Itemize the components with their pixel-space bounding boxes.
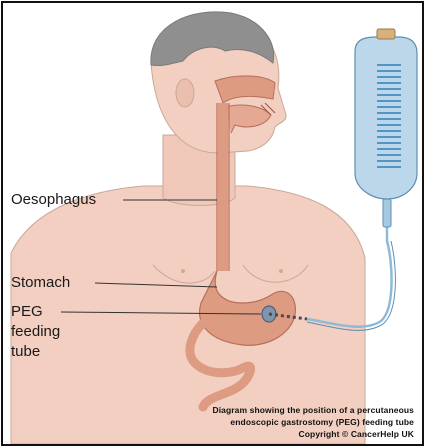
peg-diagram-illustration	[3, 3, 422, 444]
label-oesophagus: Oesophagus	[11, 191, 96, 209]
drip-chamber	[383, 199, 391, 227]
feeding-bag	[355, 37, 417, 199]
label-tube: tube	[11, 343, 40, 361]
ear	[176, 79, 194, 107]
label-feeding: feeding	[11, 323, 60, 341]
nipple-left	[181, 269, 185, 273]
label-peg: PEG	[11, 303, 43, 321]
bag-cap	[377, 29, 395, 39]
oesophagus-fill	[218, 103, 228, 271]
diagram-caption: Diagram showing the position of a percut…	[212, 404, 414, 440]
caption-line-2: endoscopic gastrostomy (PEG) feeding tub…	[212, 416, 414, 428]
caption-line-3: Copyright © CancerHelp UK	[212, 428, 414, 440]
nipple-right	[279, 269, 283, 273]
label-stomach: Stomach	[11, 274, 70, 292]
caption-line-1: Diagram showing the position of a percut…	[212, 404, 414, 416]
